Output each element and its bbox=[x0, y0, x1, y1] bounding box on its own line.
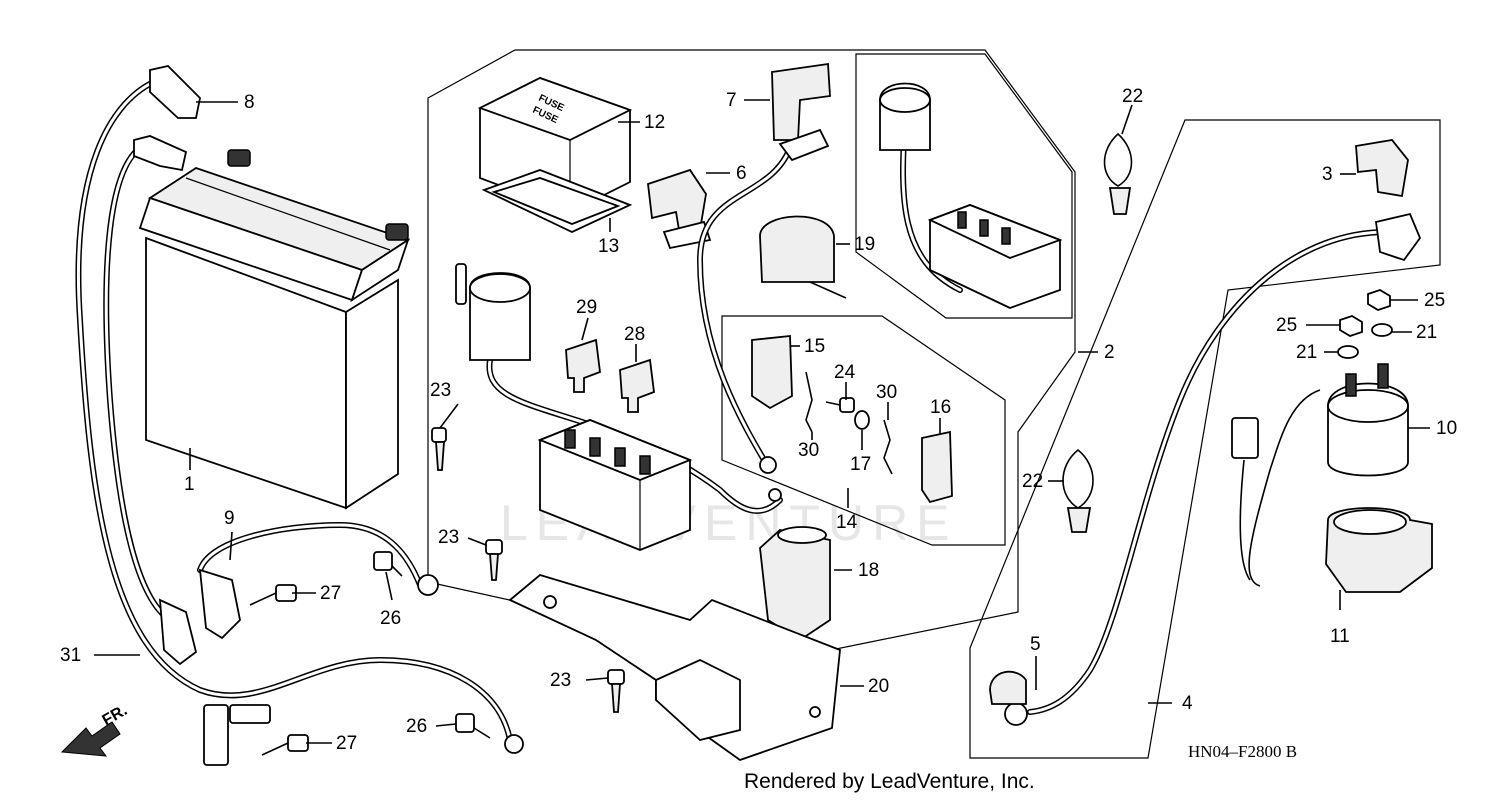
nut-25-right bbox=[1367, 289, 1391, 311]
group-outline-fuse-holder-parts bbox=[721, 315, 1006, 546]
callout-6: 6 bbox=[736, 163, 747, 184]
front-label: FR. bbox=[100, 702, 131, 730]
callout-1: 1 bbox=[184, 474, 195, 495]
callout-12: 12 bbox=[644, 112, 665, 133]
callout-27-lower: 27 bbox=[336, 733, 357, 754]
callout-16: 16 bbox=[930, 397, 951, 418]
washer-21-left bbox=[1337, 345, 1359, 359]
callout-9: 9 bbox=[224, 508, 235, 529]
callout-2: 2 bbox=[1104, 342, 1115, 363]
starter-solenoid bbox=[1231, 363, 1409, 587]
callout-19: 19 bbox=[854, 234, 875, 255]
callout-3: 3 bbox=[1322, 164, 1333, 185]
bolt-26-lower bbox=[455, 713, 524, 754]
callout-22-lower: 22 bbox=[1022, 471, 1043, 492]
callout-27-upper: 27 bbox=[320, 583, 341, 604]
terminal-cover-3 bbox=[1355, 139, 1409, 198]
group-outline-starter-cable bbox=[969, 119, 1441, 759]
callout-24: 24 bbox=[834, 362, 856, 383]
fuse-holder-15 bbox=[751, 335, 793, 410]
fuse-29 bbox=[565, 338, 601, 393]
callout-8: 8 bbox=[244, 92, 255, 113]
screw-24 bbox=[825, 397, 855, 413]
callout-20: 20 bbox=[868, 676, 889, 697]
bolt-26-upper bbox=[373, 551, 403, 577]
callout-5: 5 bbox=[1030, 634, 1041, 655]
credit-text: Rendered by LeadVenture, Inc. bbox=[744, 770, 1035, 793]
connector-boot-18 bbox=[759, 526, 831, 642]
callout-23-lower: 23 bbox=[550, 670, 571, 691]
fuse-holder-16 bbox=[921, 430, 953, 504]
callout-labels: 1 2 3 4 5 6 7 8 9 10 11 12 13 14 15 16 1… bbox=[60, 86, 1457, 754]
callout-28: 28 bbox=[624, 324, 645, 345]
bracket-20 bbox=[508, 573, 841, 762]
callout-21-right: 21 bbox=[1416, 322, 1437, 343]
callout-26-lower: 26 bbox=[406, 716, 427, 737]
nut-25-left bbox=[1339, 315, 1363, 337]
callout-7: 7 bbox=[726, 90, 737, 111]
fuse-28 bbox=[619, 358, 655, 413]
callout-22-upper: 22 bbox=[1122, 86, 1143, 107]
clip-23-lower bbox=[607, 669, 625, 713]
solenoid-rubber-mount bbox=[1325, 507, 1433, 593]
washer-21-right bbox=[1371, 323, 1393, 337]
washer-17 bbox=[854, 410, 870, 430]
callout-23-middle: 23 bbox=[438, 527, 459, 548]
callout-31: 31 bbox=[60, 645, 81, 666]
clip-23-upper bbox=[431, 427, 447, 471]
clip-23-middle bbox=[485, 539, 503, 581]
ground-cable bbox=[75, 65, 513, 766]
cable-tie-22-lower bbox=[1062, 448, 1094, 533]
callout-21-left: 21 bbox=[1296, 342, 1317, 363]
battery-positive-cable bbox=[197, 521, 439, 640]
terminal-30a bbox=[805, 371, 813, 433]
callout-11: 11 bbox=[1330, 626, 1350, 647]
terminal-cover-6 bbox=[647, 168, 712, 250]
starter-cable bbox=[1004, 212, 1422, 726]
callout-13: 13 bbox=[598, 236, 619, 257]
battery bbox=[138, 149, 411, 510]
group-outline-sub-harness bbox=[855, 53, 1073, 319]
callout-29: 29 bbox=[576, 297, 597, 318]
callout-26-upper: 26 bbox=[380, 608, 401, 629]
fuse-box-seal bbox=[481, 169, 633, 233]
callout-30-lower: 30 bbox=[798, 440, 819, 461]
diagram-code: HN04–F2800 B bbox=[1188, 742, 1297, 761]
callout-17: 17 bbox=[850, 454, 871, 475]
fuse-box-body bbox=[537, 419, 693, 551]
cable-tie-22-upper bbox=[1103, 132, 1133, 215]
callout-10: 10 bbox=[1436, 418, 1457, 439]
relay-19 bbox=[759, 215, 847, 299]
terminal-cover-7 bbox=[771, 62, 831, 141]
front-direction-arrow: FR. bbox=[60, 702, 131, 757]
callout-14: 14 bbox=[836, 512, 858, 533]
callout-18: 18 bbox=[858, 560, 879, 581]
callout-4: 4 bbox=[1182, 693, 1193, 714]
leader-lines bbox=[94, 99, 1430, 744]
callout-15: 15 bbox=[804, 336, 825, 357]
bolt-27-upper bbox=[249, 584, 297, 606]
terminal-cap-5 bbox=[989, 670, 1027, 705]
terminal-30b bbox=[883, 419, 893, 475]
callout-25-left: 25 bbox=[1276, 315, 1297, 336]
callout-30-upper: 30 bbox=[876, 382, 897, 403]
bolt-27-lower bbox=[261, 734, 309, 756]
sub-harness bbox=[879, 82, 1063, 309]
callout-25-right: 25 bbox=[1424, 290, 1445, 311]
callout-23-upper: 23 bbox=[430, 380, 451, 401]
